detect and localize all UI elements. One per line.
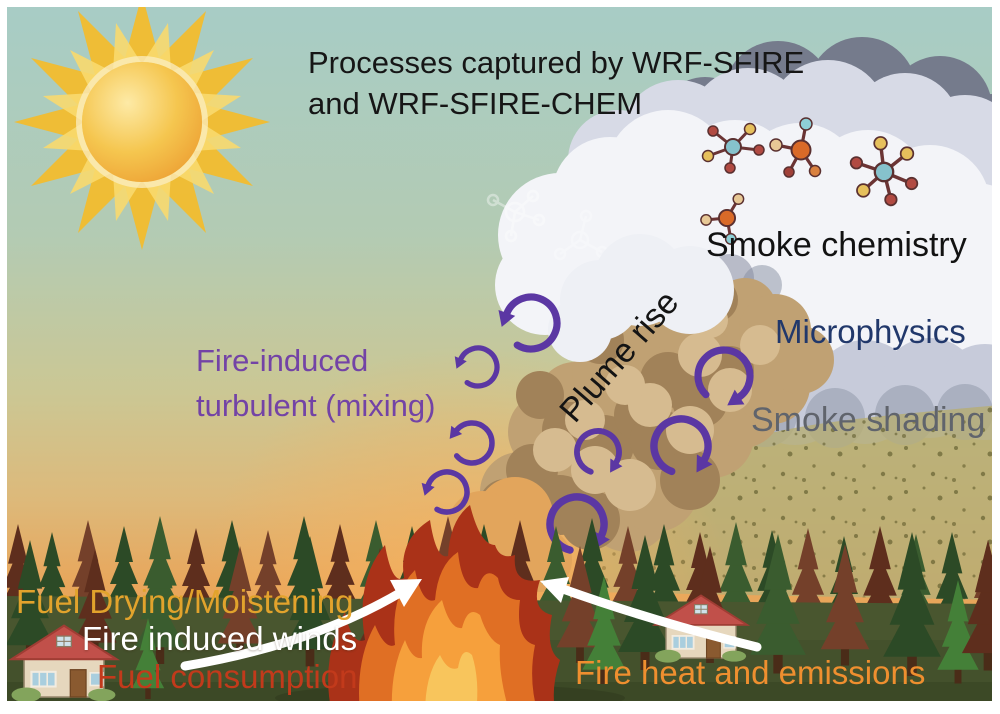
figure-title: Processes captured by WRF-SFIRE and WRF-… xyxy=(308,42,804,124)
molecule-icon xyxy=(769,117,822,178)
label-fire-induced-turbulence-line2: turbulent (mixing) xyxy=(196,388,436,423)
sun-icon xyxy=(14,0,270,250)
label-fire-heat-emissions: Fire heat and emissions xyxy=(575,654,926,691)
figure-title-line2: and WRF-SFIRE-CHEM xyxy=(308,86,643,121)
label-fuel-drying: Fuel Drying/Moistening xyxy=(16,583,354,620)
molecule-icons xyxy=(700,117,919,245)
label-microphysics: Microphysics xyxy=(775,313,966,350)
label-fire-induced-turbulence: Fire-induced turbulent (mixing) xyxy=(196,338,435,428)
label-fire-induced-turbulence-line1: Fire-induced xyxy=(196,343,369,378)
wind-arrow-icons xyxy=(180,577,762,671)
molecule-icon xyxy=(700,193,745,245)
molecule-watermark-icon xyxy=(486,189,609,261)
wind-arrow-icon xyxy=(180,579,422,671)
label-smoke-chemistry: Smoke chemistry xyxy=(706,226,967,264)
label-smoke-shading: Smoke shading xyxy=(751,401,986,439)
figure-title-line1: Processes captured by WRF-SFIRE xyxy=(308,45,805,80)
molecule-icon xyxy=(849,136,919,207)
molecule-icon xyxy=(701,122,765,174)
wind-arrow-icon xyxy=(540,577,762,652)
fire-icon xyxy=(328,505,560,714)
label-fuel-consumption: Fuel consumption xyxy=(97,658,358,695)
label-fire-induced-winds: Fire induced winds xyxy=(82,620,358,657)
